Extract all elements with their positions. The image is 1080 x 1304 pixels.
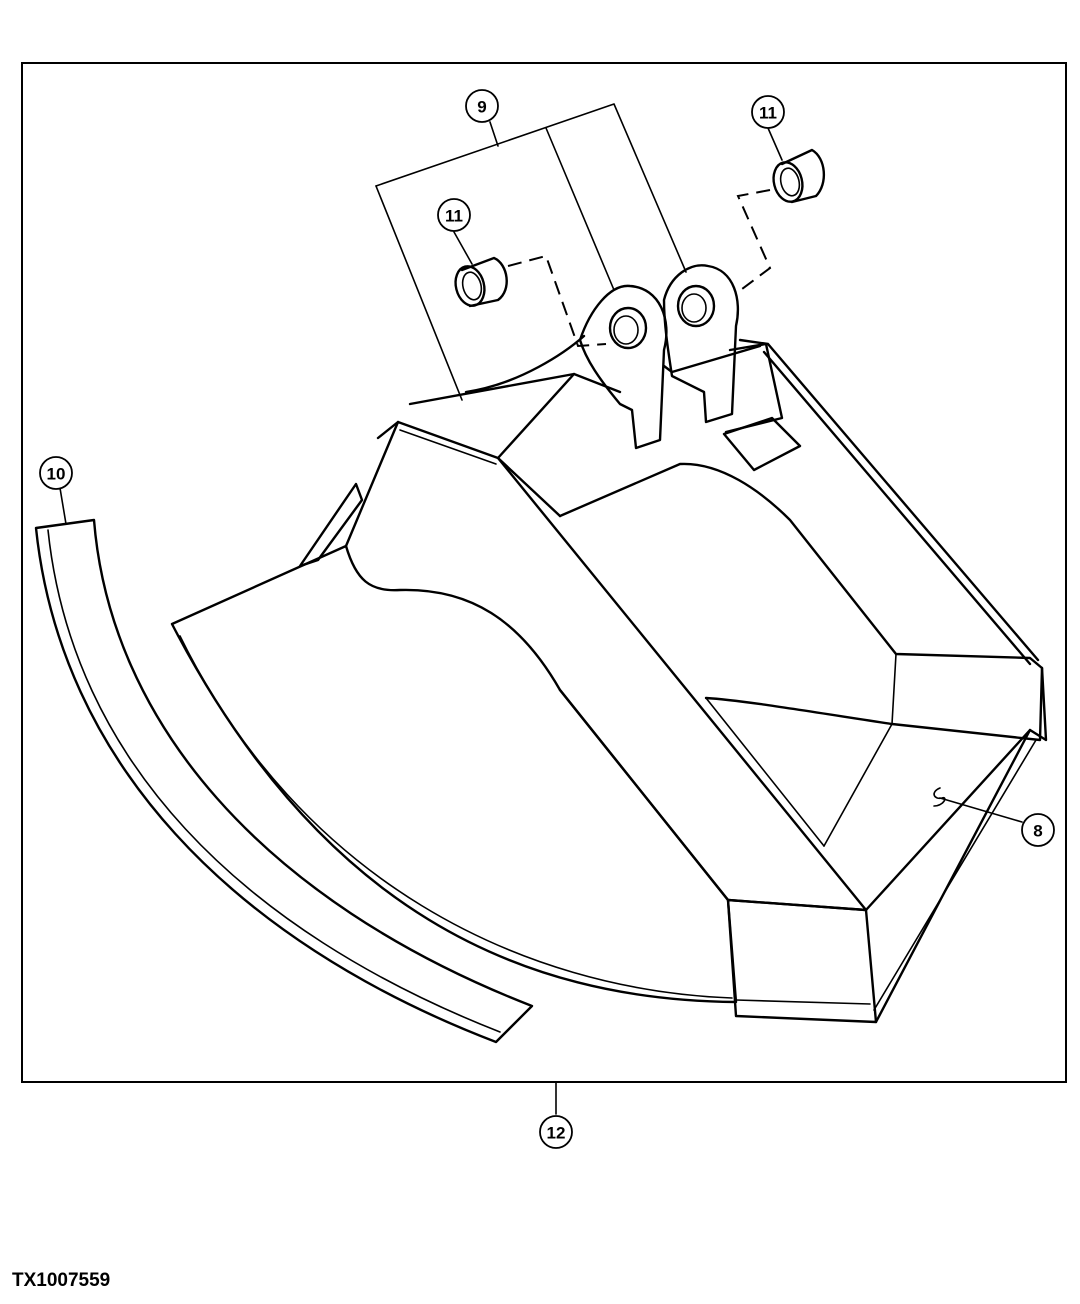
callout-10-label: 10 — [47, 465, 66, 484]
callout-12: 12 — [539, 1115, 573, 1149]
diagram-frame — [21, 62, 1067, 1083]
callout-11-right: 11 — [751, 95, 785, 129]
side-cutter — [34, 518, 534, 1044]
figure-id-label: TX1007559 — [12, 1270, 111, 1291]
callout-8-label: 8 — [1033, 822, 1042, 841]
callout-10: 10 — [39, 456, 73, 490]
callout-9-label: 9 — [477, 98, 486, 117]
bushing-right — [772, 148, 825, 204]
callout-11-right-label: 11 — [759, 104, 777, 123]
pin-boss-right — [662, 264, 740, 424]
callout-9: 9 — [465, 89, 499, 123]
leader-lines — [59, 103, 1023, 1115]
top-plate-curve — [464, 334, 586, 394]
callout-11-left-label: 11 — [445, 207, 463, 226]
bushing-left-guide — [507, 254, 607, 348]
bushing-right-guide — [736, 189, 772, 293]
callout-12-label: 12 — [547, 1124, 566, 1143]
callout-8: 8 — [1021, 813, 1055, 847]
pin-boss-left — [578, 284, 668, 450]
bushing-left — [454, 256, 508, 308]
boss-crossbar — [662, 344, 762, 374]
bucket-body — [170, 338, 1048, 1024]
callout-11-left: 11 — [437, 198, 471, 232]
